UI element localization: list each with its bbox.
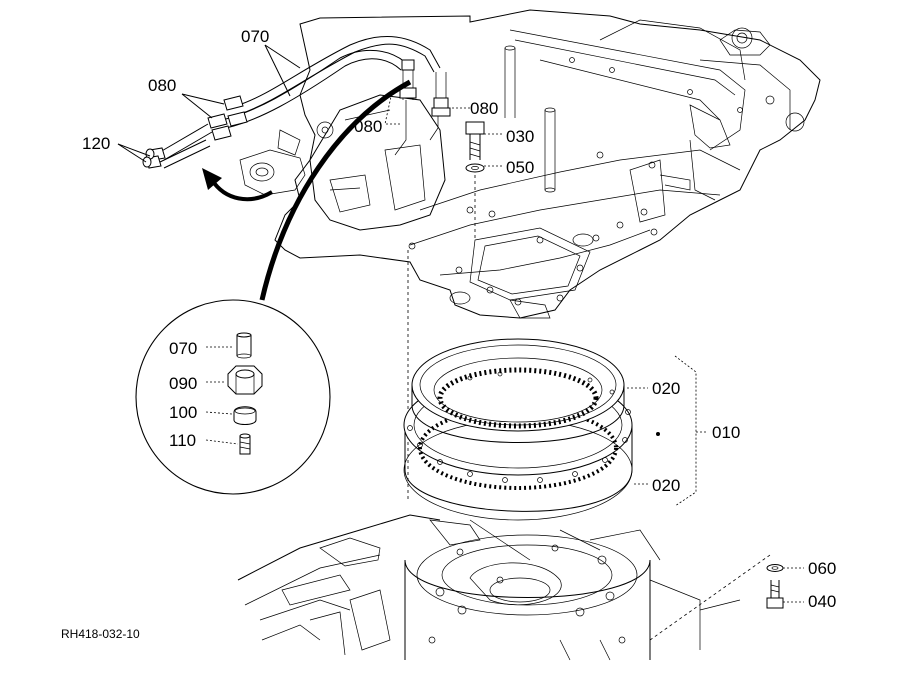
plate-holes — [408, 57, 743, 306]
leader-lines — [117, 44, 502, 167]
callout-070-pipe: 070 — [169, 339, 197, 358]
callout-030-bolt: 030 — [506, 127, 534, 146]
drawing-code: RH418-032-10 — [61, 627, 140, 641]
removal-arrow — [202, 79, 412, 301]
callout-080-right: 080 — [470, 99, 498, 118]
callout-010-bearing: 010 — [712, 423, 740, 442]
fittings-left — [142, 95, 248, 169]
callout-020-inner-race: 020 — [652, 379, 680, 398]
callout-090-nut: 090 — [169, 374, 197, 393]
callout-120-cap: 120 — [82, 134, 110, 153]
callout-020-outer-race: 020 — [652, 476, 680, 495]
callout-110-fitting: 110 — [169, 431, 196, 450]
detail-inset — [135, 299, 331, 495]
callout-080-fittings: 080 — [148, 76, 176, 95]
callout-100-sleeve: 100 — [169, 403, 197, 422]
bolt-030 — [465, 121, 485, 173]
bolt-040 — [649, 554, 804, 641]
callout-050-washer: 050 — [506, 158, 534, 177]
callout-080-middle: 080 — [354, 117, 382, 136]
callout-040-bolt: 040 — [808, 592, 836, 611]
lower-frame — [237, 514, 741, 661]
hydraulic-hoses — [221, 36, 451, 156]
callout-070-hose: 070 — [241, 27, 269, 46]
callout-060-washer: 060 — [808, 559, 836, 578]
swing-bearing — [403, 338, 708, 521]
